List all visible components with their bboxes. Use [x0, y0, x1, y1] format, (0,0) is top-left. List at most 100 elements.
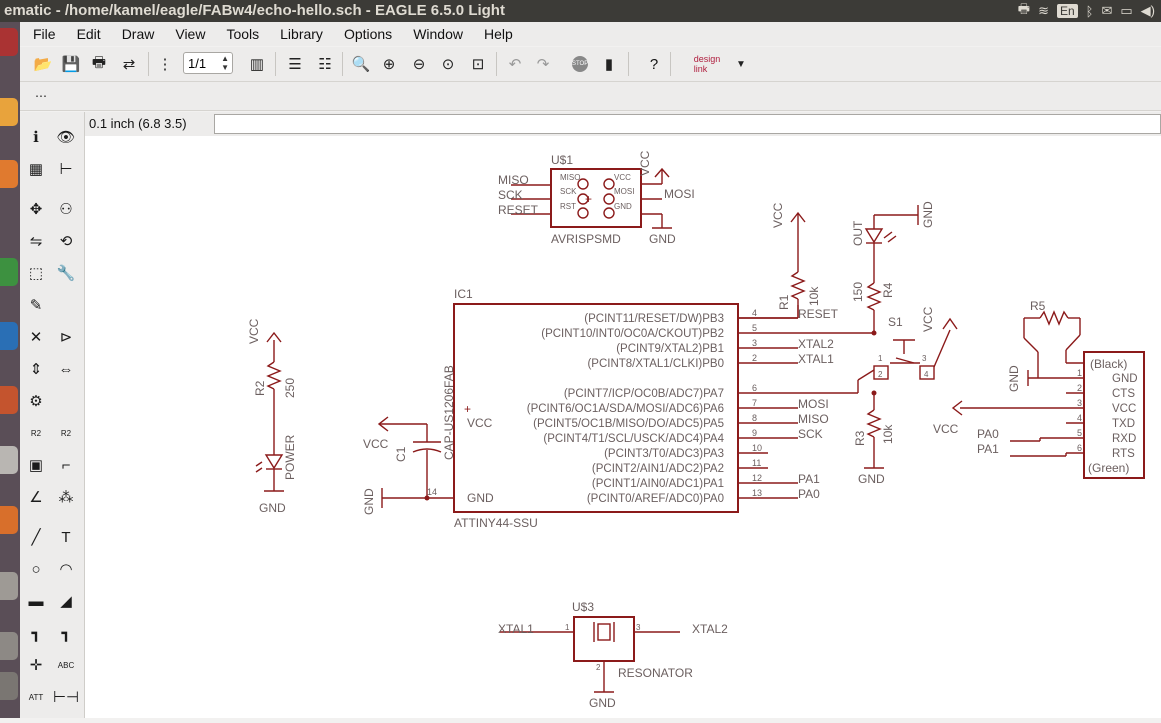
mark-icon[interactable]: ⊢ [59, 161, 73, 178]
rotate-icon[interactable]: ⟲ [59, 233, 73, 250]
ic1-pin-num: 12 [752, 473, 762, 483]
net-icon[interactable]: ┓ [61, 625, 71, 642]
grid-icon[interactable]: ⋯ [35, 89, 47, 103]
schematic-canvas[interactable]: U$1 AVRISPSMD MISO SCK RESET MOSI GND VC… [85, 136, 1161, 718]
value-icon[interactable]: R2 [60, 428, 72, 438]
u3-xtal1: XTAL1 [498, 622, 534, 636]
volume-icon[interactable]: ◀) [1140, 3, 1155, 18]
circle-icon[interactable]: ○ [31, 560, 41, 578]
ubuntu-dash-icon[interactable] [0, 28, 18, 56]
paste-icon[interactable]: ✎ [29, 297, 43, 314]
ftdi-pin-num: 3 [1077, 398, 1082, 408]
s1-name: S1 [888, 315, 903, 329]
chevron-down-icon[interactable]: ▼ [736, 58, 746, 70]
ulp-icon[interactable]: ☷ [318, 56, 332, 73]
script-icon[interactable]: ☰ [288, 56, 302, 73]
sheet-select[interactable]: 1/1 ▲▼ [183, 52, 233, 74]
go-icon[interactable]: ▮ [604, 56, 614, 73]
print-icon[interactable]: 🖶 [91, 53, 107, 71]
show-icon[interactable]: 👁 [56, 129, 76, 146]
calc-icon[interactable] [0, 258, 18, 286]
ic1-pin-num: 8 [752, 413, 757, 423]
copy-icon[interactable]: ⚇ [59, 201, 73, 218]
delete-icon[interactable]: ✕ [29, 329, 43, 346]
zoom-in-icon[interactable]: ⊕ [382, 56, 396, 73]
menu-file[interactable]: File [33, 26, 56, 42]
group-icon[interactable]: ⬚ [28, 265, 44, 282]
undo-icon[interactable]: ↶ [508, 56, 522, 73]
mirror-icon[interactable]: ⇋ [29, 233, 43, 250]
pinswap-icon[interactable]: ⇕ [29, 361, 43, 378]
menu-help[interactable]: Help [483, 26, 513, 42]
smash-icon[interactable]: ▣ [28, 457, 44, 474]
command-input[interactable] [214, 114, 1161, 134]
miter-icon[interactable]: ⌐ [61, 456, 71, 474]
ic1-gnd-num: 14 [427, 487, 437, 497]
dimension-icon[interactable]: ⊢⊣ [52, 689, 80, 706]
terminal-icon[interactable] [0, 632, 18, 660]
library-icon[interactable]: ▥ [249, 56, 265, 73]
software-center-icon[interactable] [0, 446, 18, 474]
spin-arrows-icon[interactable]: ▲▼ [221, 54, 229, 72]
name-icon[interactable]: R2 [30, 428, 42, 438]
help-icon[interactable]: ? [649, 55, 659, 73]
ic1-pin-label: (PCINT2/AIN1/ADC2)PA2 [592, 463, 724, 475]
ic1-pin-label: (PCINT3/T0/ADC3)PA3 [604, 448, 724, 460]
zoom-select-icon[interactable]: ⊡ [471, 56, 485, 73]
open-icon[interactable]: 📂 [33, 56, 53, 73]
move-icon[interactable]: ✥ [29, 201, 43, 218]
add-icon[interactable]: ⊳ [59, 329, 73, 346]
sheet-icon[interactable]: ⋮ [157, 56, 173, 73]
split-icon[interactable]: ∠ [29, 489, 43, 506]
junction-icon[interactable]: ✛ [29, 657, 43, 674]
attribute-icon[interactable]: ATT [28, 692, 44, 702]
bus-icon[interactable]: ┓ [31, 625, 41, 642]
menu-tools[interactable]: Tools [226, 26, 260, 42]
writer-icon[interactable] [0, 322, 18, 350]
menu-window[interactable]: Window [413, 26, 463, 42]
invoke-icon[interactable]: ⁂ [58, 489, 74, 506]
save-icon[interactable]: 💾 [61, 56, 81, 73]
menu-bar: File Edit Draw View Tools Library Option… [20, 22, 1161, 46]
menu-draw[interactable]: Draw [121, 26, 155, 42]
stop-icon[interactable]: STOP [569, 53, 591, 75]
change-icon[interactable]: 🔧 [56, 265, 76, 282]
gateswap-icon[interactable]: ⇔ [58, 360, 74, 378]
text-icon[interactable]: T [61, 528, 71, 546]
impress-icon[interactable] [0, 386, 18, 414]
bluetooth-icon[interactable]: ᛒ [1085, 3, 1094, 19]
replace-icon[interactable]: ⚙ [29, 393, 43, 410]
mail-icon[interactable]: ✉ [1101, 3, 1113, 18]
board-switch-icon[interactable]: ⇄ [122, 56, 136, 73]
ftdi-gnd-net: GND [1007, 365, 1021, 392]
display-icon[interactable]: ▦ [28, 161, 44, 178]
files-icon[interactable] [0, 98, 18, 126]
battery-icon[interactable]: ▭ [1120, 3, 1133, 18]
app-icon[interactable] [0, 506, 18, 534]
firefox-icon[interactable] [0, 160, 18, 188]
trash-icon[interactable] [0, 672, 18, 700]
redo-icon[interactable]: ↷ [536, 56, 550, 73]
wifi-icon[interactable]: ≋ [1038, 3, 1049, 18]
label-icon[interactable]: ABC [57, 660, 75, 670]
printer-icon[interactable]: 🖶 [1017, 1, 1031, 16]
r3-name: R3 [853, 430, 867, 446]
menu-library[interactable]: Library [280, 26, 323, 42]
menu-options[interactable]: Options [343, 26, 393, 42]
rect-icon[interactable]: ▬ [28, 592, 44, 610]
polygon-icon[interactable]: ◢ [60, 593, 72, 610]
menu-edit[interactable]: Edit [76, 26, 101, 42]
info-icon[interactable]: ℹ [33, 129, 39, 146]
net-pa1: PA1 [798, 472, 820, 486]
zoom-fit-icon[interactable]: 🔍 [351, 56, 371, 73]
keyboard-language-indicator[interactable]: En [1056, 4, 1078, 18]
settings-icon[interactable] [0, 572, 18, 600]
menu-view[interactable]: View [175, 26, 206, 42]
toolbar-separator [670, 52, 671, 76]
zoom-redraw-icon[interactable]: ⊙ [441, 56, 455, 73]
arc-icon[interactable]: ◠ [59, 561, 73, 578]
wire-icon[interactable]: ╱ [31, 529, 41, 546]
zoom-out-icon[interactable]: ⊖ [412, 56, 426, 73]
u1-body [550, 168, 642, 228]
